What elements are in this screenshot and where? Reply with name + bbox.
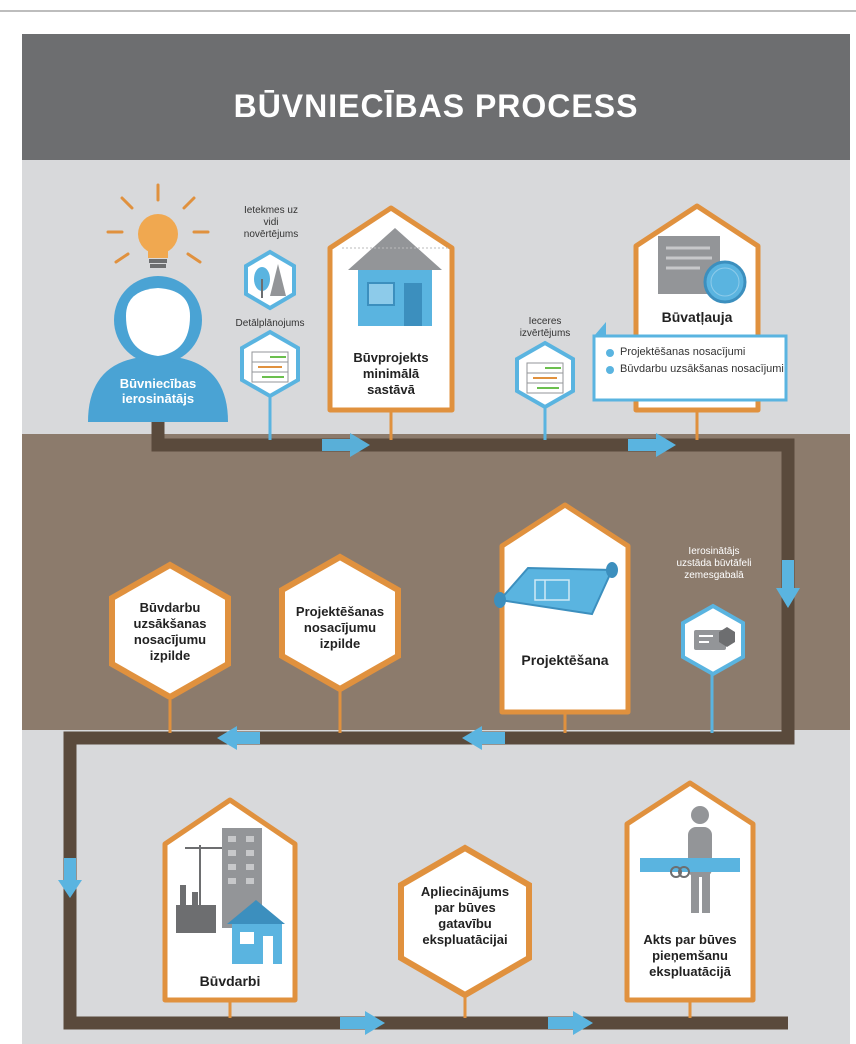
arrow-left bbox=[217, 726, 260, 750]
placard-label: Ierosinātājs uzstāda būvtāfeli zemesgaba… bbox=[676, 546, 752, 581]
min-project-card bbox=[327, 205, 455, 413]
lightbulb-icon bbox=[138, 214, 178, 268]
permit-label: Būvatļauja bbox=[661, 309, 733, 325]
design-label: Projektēšana bbox=[521, 652, 609, 668]
arrow-right bbox=[548, 1011, 593, 1035]
works-label: Būvdarbi bbox=[199, 973, 261, 989]
blueprint-icon bbox=[494, 562, 618, 616]
design-card bbox=[494, 502, 631, 715]
arrow-down bbox=[776, 560, 800, 608]
flow-arrows bbox=[58, 433, 800, 1035]
start-cond-hex bbox=[109, 561, 231, 701]
ribbon-cutting-icon bbox=[640, 806, 740, 913]
design-cond-label: Projektēšanas nosacījumu izpilde bbox=[295, 604, 385, 651]
initiator-label: Būvniecības ierosinātājs bbox=[119, 376, 197, 406]
start-cond-label: Būvdarbu uzsākšanas nosacījumu izpilde bbox=[133, 600, 207, 663]
arrow-right bbox=[340, 1011, 385, 1035]
document-stack-icon bbox=[526, 362, 564, 394]
idea-eval-label: Ieceres izvērtējums bbox=[519, 316, 571, 339]
min-project-label: Būvprojekts minimālā sastāvā bbox=[353, 350, 429, 397]
top-rule bbox=[0, 10, 856, 12]
works-card bbox=[162, 797, 298, 1003]
permit-bullet-1: Projektēšanas nosacījumi bbox=[606, 346, 792, 359]
environment-label: Ietekmes uz vidi novērtējums bbox=[243, 205, 299, 240]
readiness-hex bbox=[398, 844, 532, 999]
acceptance-label: Akts par būves pieņemšanu ekspluatācijā bbox=[643, 932, 737, 979]
placard-hex bbox=[681, 603, 745, 677]
house-icon bbox=[342, 228, 448, 326]
permit-bullets-box bbox=[592, 322, 788, 402]
document-stack-icon bbox=[251, 351, 289, 383]
detail-plan-label: Detālplānojums bbox=[235, 318, 305, 329]
idea-eval-hex bbox=[515, 340, 575, 410]
readiness-label: Apliecinājums par būves gatavību eksplua… bbox=[420, 884, 510, 947]
construction-icon bbox=[176, 828, 285, 964]
placard-icon bbox=[694, 627, 735, 650]
trees-icon bbox=[254, 264, 286, 298]
environment-hex bbox=[244, 249, 296, 311]
page-title: BŪVNIECĪBAS PROCESS bbox=[233, 88, 639, 124]
arrow-left bbox=[462, 726, 505, 750]
permit-document-icon bbox=[658, 236, 747, 304]
design-cond-hex bbox=[279, 553, 401, 693]
permit-bullet-2: Būvdarbu uzsākšanas nosacījumi bbox=[606, 363, 792, 376]
header-band bbox=[22, 34, 850, 160]
initiator-figure bbox=[88, 183, 228, 422]
arrow-right bbox=[322, 433, 370, 457]
idea-rays-icon bbox=[106, 183, 210, 264]
arrow-down bbox=[58, 858, 82, 898]
detail-plan-hex bbox=[240, 329, 300, 399]
arrow-right bbox=[628, 433, 676, 457]
acceptance-card bbox=[624, 780, 756, 1003]
person-icon bbox=[88, 276, 228, 422]
